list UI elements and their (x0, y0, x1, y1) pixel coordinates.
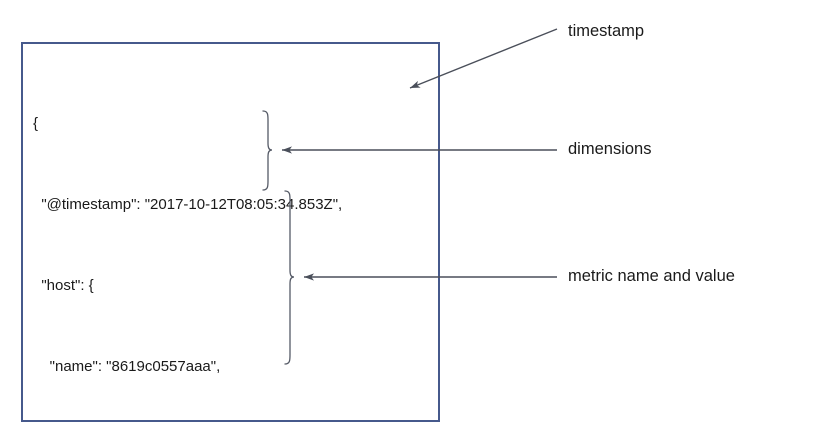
json-document-box: { "@timestamp": "2017-10-12T08:05:34.853… (21, 42, 440, 422)
annotation-label-timestamp: timestamp (568, 22, 645, 40)
json-line-host-open: "host": { (33, 277, 94, 294)
json-code-block: { "@timestamp": "2017-10-12T08:05:34.853… (33, 56, 342, 437)
annotation-label-metric: metric name and value (568, 267, 735, 285)
json-line-timestamp: "@timestamp": "2017-10-12T08:05:34.853Z"… (33, 196, 343, 213)
json-line-host-name: "name": "8619c0557aaa", (33, 358, 221, 375)
json-line: { (33, 115, 39, 132)
annotation-label-dimensions: dimensions (568, 140, 652, 158)
